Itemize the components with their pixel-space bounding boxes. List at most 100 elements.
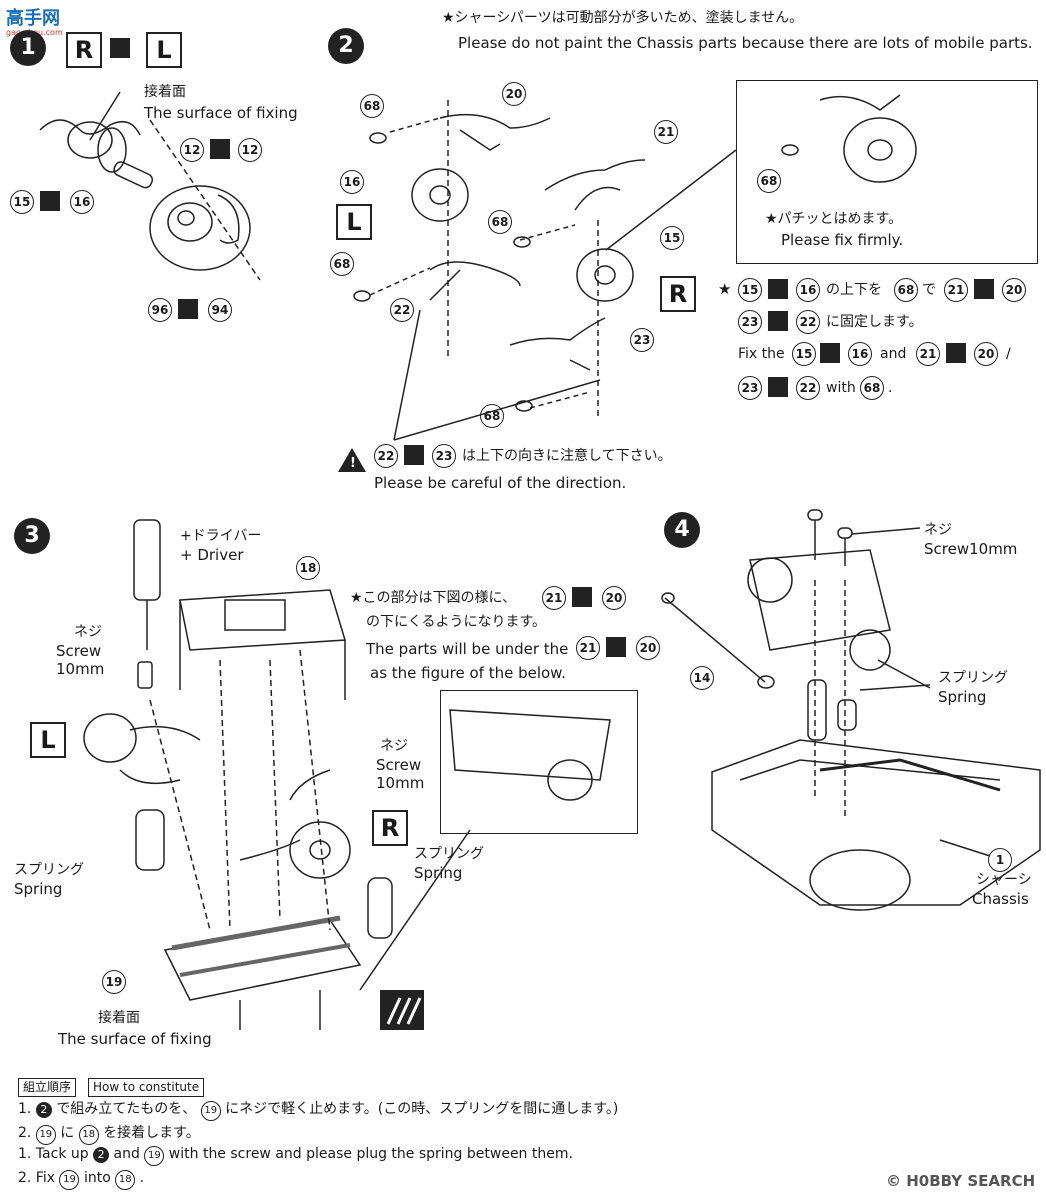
step2-fix-en-23: 23	[738, 376, 762, 400]
note-no-paint-jp: ★シャーシパーツは可動部分が多いため、塗装しません。	[442, 10, 804, 26]
step1-part-96: 96	[148, 298, 172, 322]
step3-screw-en2: 10mm	[56, 660, 105, 678]
caution-jp: は上下の向きに注意して下さい。	[462, 448, 672, 464]
step1-part-16: 16	[70, 190, 94, 214]
step2-fix-23: 23	[738, 310, 762, 334]
caution-mirror	[404, 445, 424, 465]
step2-fix-21: 21	[944, 278, 968, 302]
step2-fix-mirror-6	[768, 377, 788, 397]
step1-fix-jp: 接着面	[144, 84, 186, 100]
step4-number: 4	[664, 512, 700, 548]
step3-driver-jp: +ドライバー	[180, 528, 262, 544]
step2-part-68c: 68	[330, 252, 354, 276]
step3-under-en-b: as the figure of the below.	[370, 664, 566, 682]
step3-screw2-en2: 10mm	[376, 774, 425, 792]
step3-fix-en: The surface of fixing	[58, 1030, 212, 1048]
step3-part-18: 18	[296, 556, 320, 580]
watermark-site: 高手网	[6, 8, 60, 29]
step2-fix-mirror-4	[820, 343, 840, 363]
step3-fix-jp: 接着面	[98, 1010, 140, 1026]
step2-inset-jp: ★パチッとはめます。	[765, 211, 903, 227]
step3-screw-jp: ネジ	[74, 624, 102, 640]
step3-under-21: 21	[542, 586, 566, 610]
step1-part-12b: 12	[238, 138, 262, 162]
step3-under-jp-b: の下にくるようになります。	[366, 614, 547, 630]
footer-n19b: 19	[35, 1125, 56, 1145]
step1-mirror-15-icon	[40, 191, 60, 211]
step4-screw-en: Screw10mm	[924, 540, 1018, 558]
step3-under-en-a: The parts will be under the	[366, 640, 569, 658]
step3-under-en-21: 21	[576, 636, 600, 660]
step3-screw-en1: Screw	[56, 642, 102, 660]
step2-part-15: 15	[660, 226, 684, 250]
step2-part-23: 23	[630, 328, 654, 352]
step4-spring-en: Spring	[938, 688, 987, 706]
step4-chassis-jp: シャーシ	[976, 872, 1032, 888]
step3-badge-r: R	[372, 810, 408, 846]
step2-fix-en-68: 68	[860, 376, 884, 400]
step2-inset-en: Please fix firmly.	[781, 231, 904, 249]
step3-spring-en: Spring	[14, 880, 63, 898]
step3-screw2-en1: Screw	[376, 756, 422, 774]
step3-under-en-20: 20	[636, 636, 660, 660]
step2-fix-en-a: Fix the	[738, 346, 785, 362]
footer-line-3: 1. Tack up 2 and 19 with the screw and p…	[18, 1146, 573, 1166]
step4-screw-jp: ネジ	[924, 522, 952, 538]
step1-badge-l: L	[146, 32, 182, 68]
step2-fix-en-b: and	[880, 346, 907, 362]
step3-spring2-en: Spring	[414, 864, 463, 882]
step1-mirror-96-icon	[178, 299, 198, 319]
step3-badge-l: L	[30, 722, 66, 758]
step1-number: 1	[10, 30, 46, 66]
step3-under-en-mirror	[606, 637, 626, 657]
step2-part-22: 22	[390, 298, 414, 322]
step2-fix-en-d: with	[826, 380, 856, 396]
step2-fix-en-c: /	[1006, 346, 1011, 362]
step2-fix-22: 22	[796, 310, 820, 334]
step2-fix-mirror-2	[974, 279, 994, 299]
hobby-search-logo: © H0BBY SEARCH	[886, 1172, 1036, 1190]
step4-chassis-en: Chassis	[972, 890, 1029, 908]
step2-fix-en-e: .	[888, 380, 893, 396]
step2-part-20: 20	[502, 82, 526, 106]
footer-line-2: 2. 19 に 18 を接着します。	[18, 1122, 200, 1145]
step2-part-68b: 68	[488, 210, 512, 234]
step2-fix-mirror-5	[946, 343, 966, 363]
note-no-paint-en: Please do not paint the Chassis parts be…	[458, 34, 1033, 52]
step3-inset-box	[440, 690, 638, 834]
step2-part-68a: 68	[360, 94, 384, 118]
step2-part-68e: 68	[757, 169, 781, 193]
footer-n19c: 19	[144, 1146, 165, 1166]
caution-22: 22	[374, 444, 398, 468]
step2-fix-15: 15	[738, 278, 762, 302]
step3-spring-jp: スプリング	[14, 862, 84, 878]
step2-fix-en-21: 21	[916, 342, 940, 366]
step2-inset-box: 68 ★パチッとはめます。 Please fix firmly.	[736, 80, 1038, 264]
step3-under-mirror	[572, 587, 592, 607]
step4-spring-jp: スプリング	[938, 670, 1008, 686]
step2-fix-jp-b: で	[922, 282, 936, 298]
footer-n18a: 18	[78, 1125, 99, 1145]
step2-number: 2	[328, 28, 364, 64]
step4-part-1: 1	[988, 848, 1012, 872]
step1-part-15: 15	[10, 190, 34, 214]
step1-part-12a: 12	[180, 138, 204, 162]
step3-number: 3	[14, 518, 50, 554]
copyright-icon: ©	[886, 1172, 901, 1190]
step2-part-21: 21	[654, 120, 678, 144]
footer-n2: 2	[35, 1102, 52, 1118]
warning-icon	[338, 448, 366, 472]
footer-tag-jp: 組立順序	[18, 1078, 77, 1097]
step2-fix-en-22: 22	[796, 376, 820, 400]
step3-driver-en: + Driver	[180, 546, 244, 564]
footer-n19d: 19	[59, 1170, 80, 1190]
step1-part-94: 94	[208, 298, 232, 322]
step2-fix-16: 16	[796, 278, 820, 302]
step3-screw2-jp: ネジ	[380, 738, 408, 754]
step3-under-jp-a: ★この部分は下図の様に、	[350, 590, 517, 606]
step1-mirror-icon	[110, 38, 130, 58]
step2-fix-mirror-3	[768, 311, 788, 331]
step2-part-68d: 68	[480, 404, 504, 428]
step1-mirror-12-icon	[210, 139, 230, 159]
step2-fix-jp-a: の上下を	[826, 282, 882, 298]
